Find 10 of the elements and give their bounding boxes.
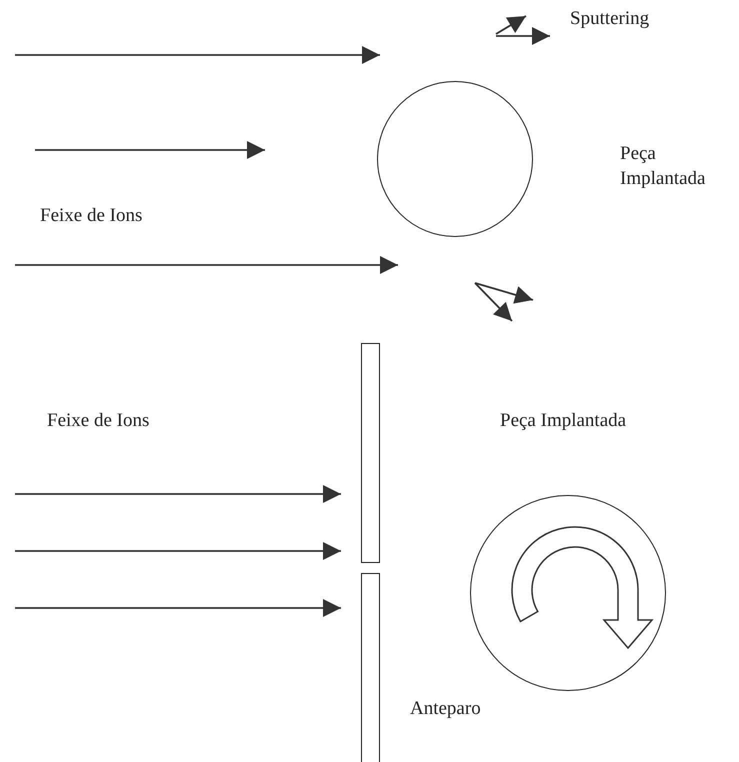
text-label: Feixe de Ions <box>40 204 142 228</box>
workpiece-circle <box>470 495 666 691</box>
text-label: Anteparo <box>410 697 481 721</box>
workpiece-circle <box>377 81 533 237</box>
text-label: Peça Implantada <box>500 409 626 433</box>
shield-plate <box>361 343 380 563</box>
shield-plate <box>361 573 380 762</box>
text-label: Peça Implantada <box>620 142 706 191</box>
text-label: Sputtering <box>570 7 650 31</box>
text-label: Feixe de Ions <box>47 409 150 433</box>
